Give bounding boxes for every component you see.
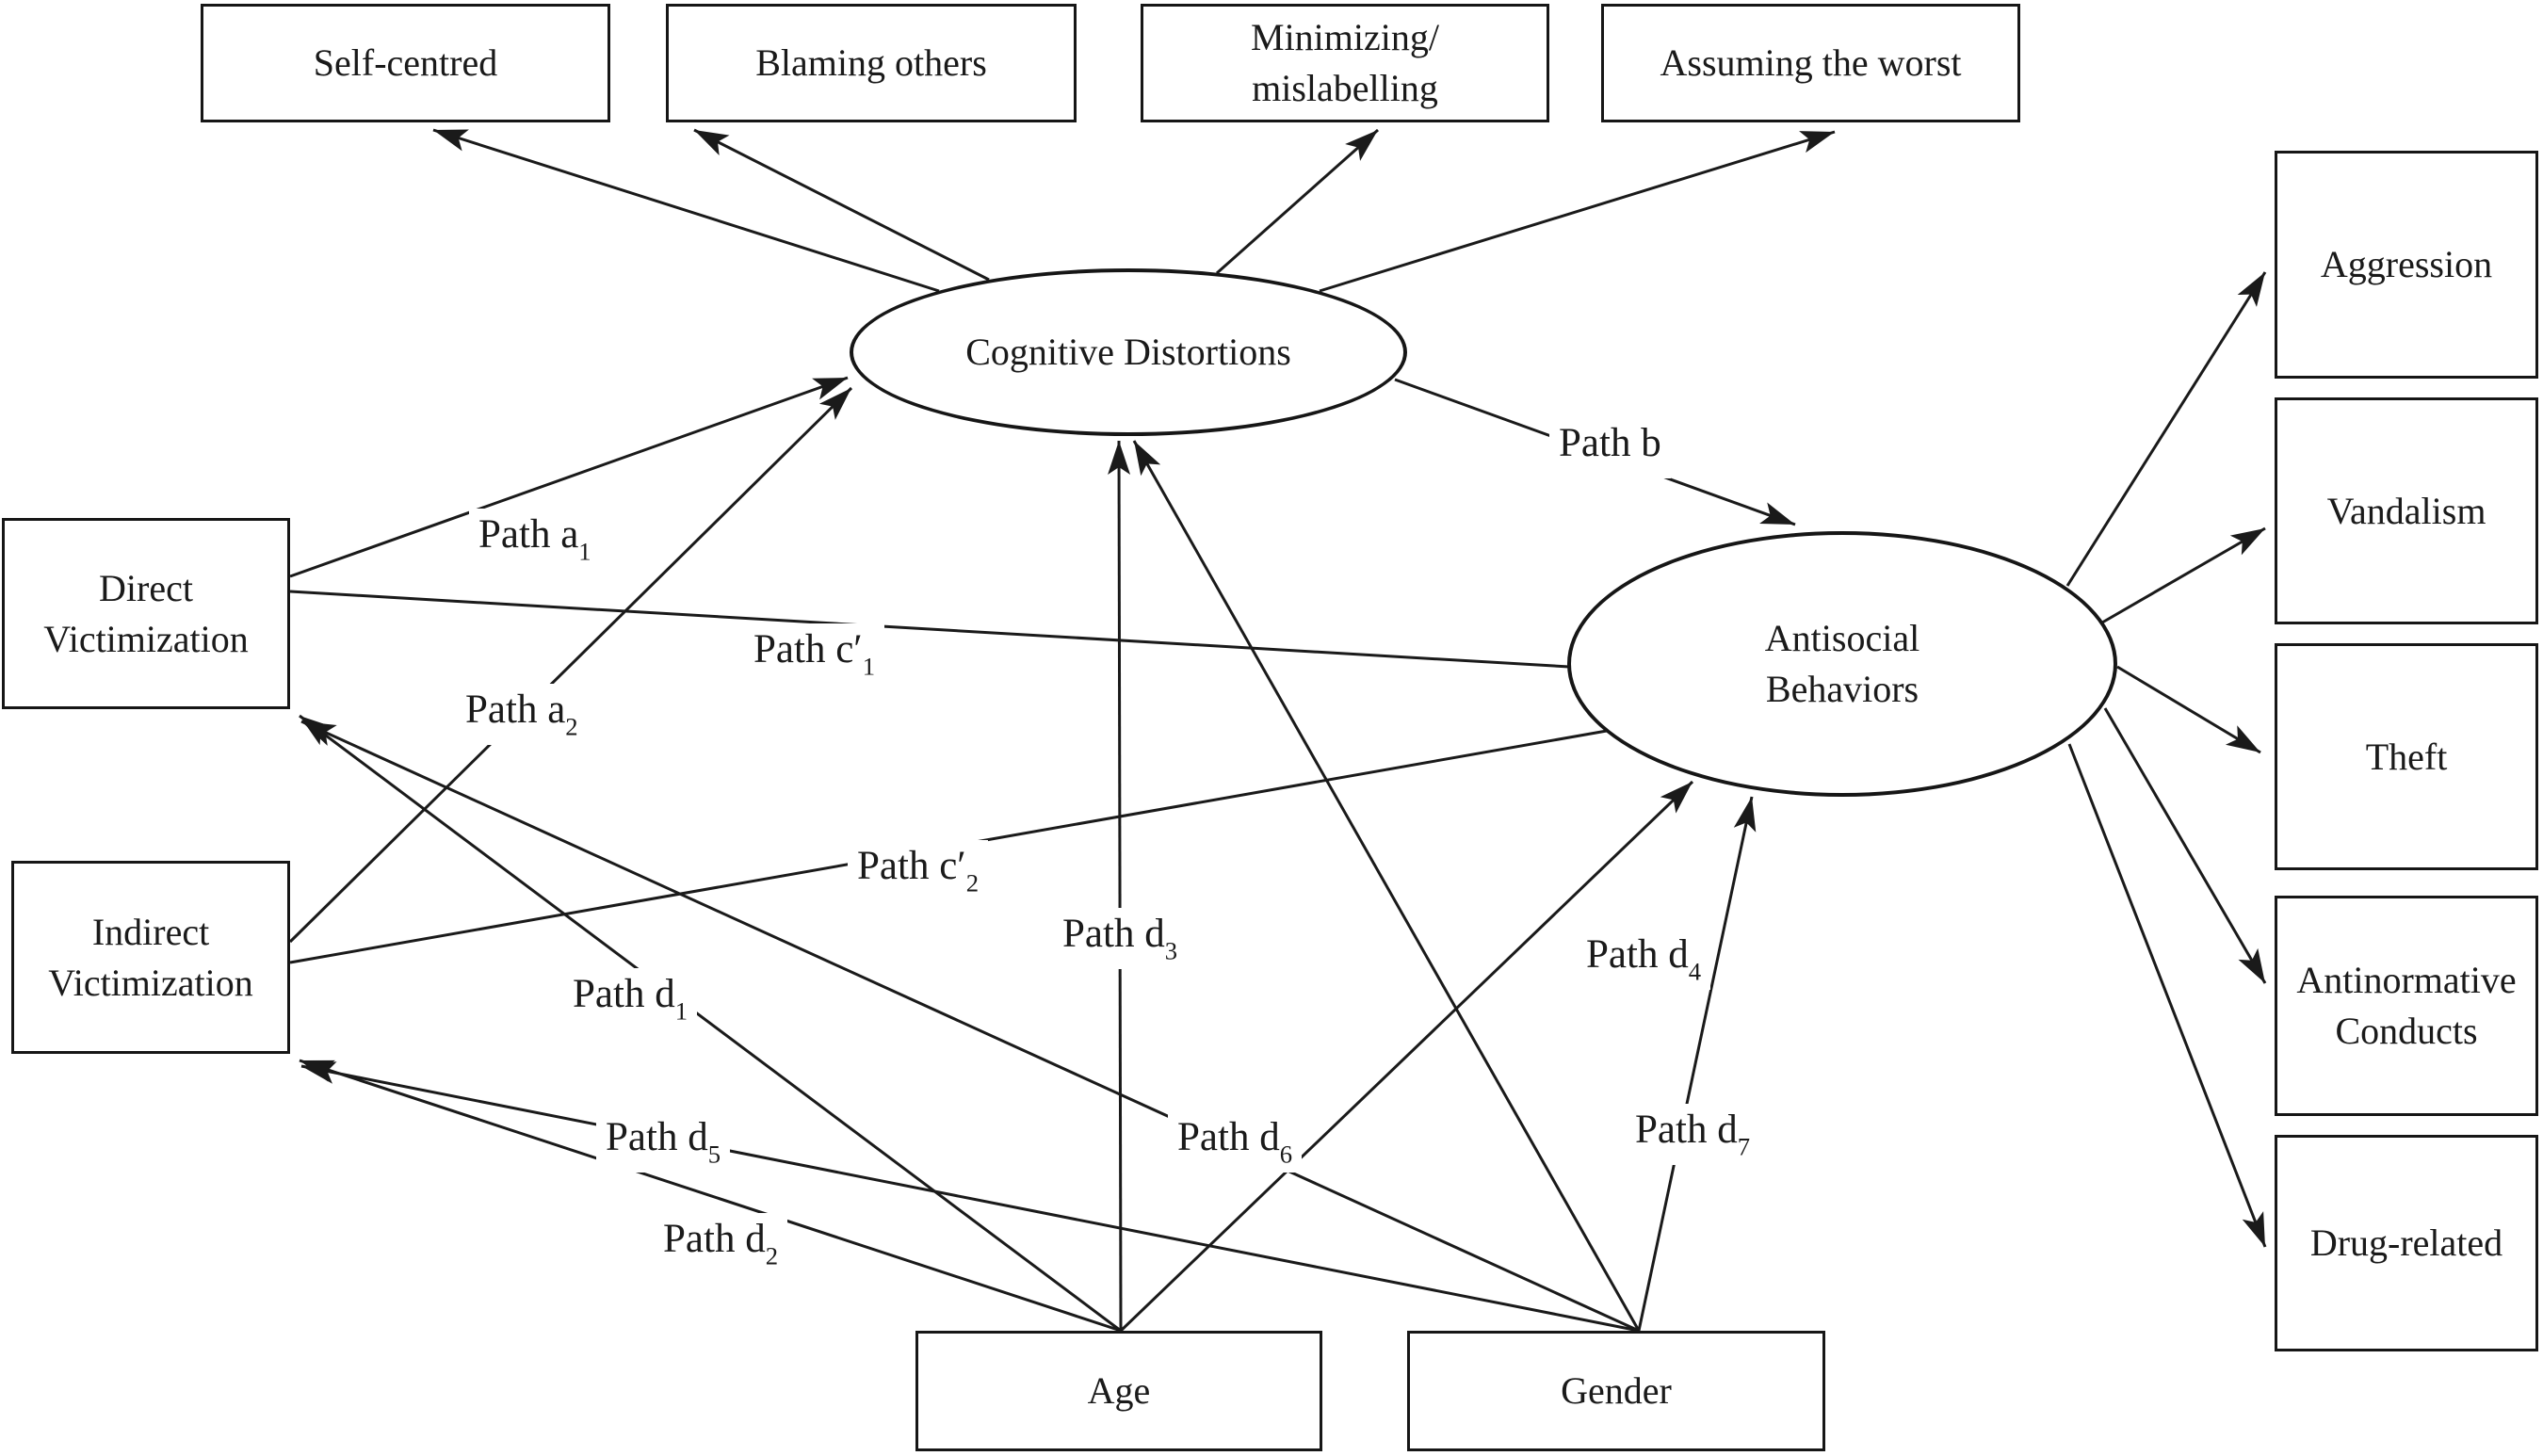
edge-path-d3: [1108, 440, 1131, 1332]
edge-path-d7: [1637, 796, 1757, 1332]
node-antinormative-conducts: Antinormative Conducts: [2275, 896, 2538, 1116]
path-label-subscript: 1: [862, 652, 876, 681]
path-label-text: Path d: [1177, 1115, 1280, 1159]
node-self-centred: Self-centred: [201, 4, 610, 122]
edge-cd-self-centred: [432, 128, 940, 293]
edge-ab-antinormative: [2103, 707, 2267, 984]
path-label-subscript: 5: [707, 1140, 721, 1169]
edge-path-d2: [299, 1059, 1122, 1333]
node-gender: Gender: [1407, 1331, 1825, 1451]
path-label-d3: Path d3: [1053, 908, 1188, 969]
edge-ab-aggression: [2065, 271, 2267, 587]
path-label-subscript: 2: [965, 868, 980, 898]
edge-path-d4: [1119, 780, 1694, 1333]
edge-path-d5: [300, 1061, 1640, 1333]
path-label-text: Path c′: [753, 627, 863, 671]
edge-path-d1: [299, 714, 1122, 1333]
edge-ab-theft: [2116, 665, 2261, 754]
node-theft: Theft: [2275, 643, 2538, 870]
path-label-text: Path d: [1635, 1108, 1738, 1152]
edge-path-a2: [288, 386, 853, 944]
path-label-subscript: 6: [1279, 1140, 1293, 1169]
path-label-text: Path a: [478, 512, 579, 557]
path-label-text: Path d: [1586, 932, 1689, 977]
edge-cd-minimizing: [1216, 128, 1379, 275]
edge-gender-cd: [1132, 440, 1641, 1332]
node-antisocial-behaviors: Antisocial Behaviors: [1567, 531, 2117, 797]
path-label-text: Path a: [465, 688, 566, 732]
path-label-c2: Path c′2: [848, 840, 989, 901]
path-label-subscript: 1: [674, 996, 688, 1026]
node-vandalism: Vandalism: [2275, 397, 2538, 624]
node-minimizing-mislabelling: Minimizing/ mislabelling: [1141, 4, 1549, 122]
node-assuming-the-worst: Assuming the worst: [1601, 4, 2020, 122]
path-label-subscript: 3: [1164, 936, 1178, 965]
node-label: Blaming others: [755, 41, 987, 84]
path-label-a1: Path a1: [469, 509, 601, 570]
path-label-text: Path c′: [857, 844, 966, 888]
path-label-d5: Path d5: [596, 1111, 731, 1173]
path-label-c1: Path c′1: [744, 623, 885, 685]
node-label: Theft: [2365, 735, 2448, 778]
edge-ab-vandalism: [2101, 526, 2266, 624]
path-label-text: Path b: [1559, 421, 1661, 465]
path-label-d4: Path d4: [1577, 929, 1711, 990]
path-label-d7: Path d7: [1626, 1104, 1760, 1165]
node-indirect-victimization: Indirect Victimization: [11, 861, 290, 1054]
node-direct-victimization: Direct Victimization: [2, 518, 290, 709]
node-label: Vandalism: [2326, 489, 2486, 532]
node-label: Indirect Victimization: [48, 910, 253, 1004]
path-label-d1: Path d1: [563, 968, 698, 1029]
node-blaming-others: Blaming others: [666, 4, 1077, 122]
node-label: Self-centred: [313, 41, 498, 84]
edge-ab-drug-related: [2067, 743, 2267, 1248]
node-label: Age: [1087, 1369, 1151, 1412]
node-label: Drug-related: [2309, 1221, 2503, 1264]
node-cognitive-distortions: Cognitive Distortions: [850, 268, 1407, 436]
node-label: Cognitive Distortions: [965, 331, 1291, 373]
path-label-a2: Path a2: [456, 684, 588, 745]
path-label-text: Path d: [606, 1115, 708, 1159]
node-label: Gender: [1561, 1369, 1672, 1412]
path-label-text: Path d: [663, 1217, 766, 1261]
node-age: Age: [915, 1331, 1322, 1451]
node-label: Antinormative Conducts: [2296, 959, 2517, 1052]
node-label: Assuming the worst: [1660, 41, 1962, 84]
node-label: Direct Victimization: [43, 566, 249, 660]
path-label-subscript: 7: [1737, 1132, 1751, 1161]
edge-path-d6: [300, 720, 1640, 1333]
path-label-subscript: 2: [765, 1241, 779, 1270]
path-label-d2: Path d2: [654, 1213, 788, 1274]
node-label: Minimizing/ mislabelling: [1251, 16, 1439, 109]
edge-path-c1: [289, 590, 1570, 669]
path-label-b: Path b: [1549, 417, 1671, 478]
path-label-subscript: 2: [565, 712, 578, 741]
path-label-subscript: 1: [578, 537, 591, 566]
path-label-text: Path d: [1062, 912, 1165, 956]
edge-path-a1: [289, 376, 849, 578]
edge-cd-assuming-worst: [1319, 130, 1836, 293]
path-label-subscript: 4: [1688, 957, 1702, 986]
path-label-text: Path d: [573, 972, 675, 1016]
node-drug-related: Drug-related: [2275, 1135, 2538, 1351]
node-label: Antisocial Behaviors: [1764, 617, 1920, 710]
path-label-d6: Path d6: [1168, 1111, 1303, 1173]
edge-cd-blaming-others: [693, 128, 990, 282]
node-aggression: Aggression: [2275, 151, 2538, 379]
node-label: Aggression: [2320, 243, 2493, 285]
